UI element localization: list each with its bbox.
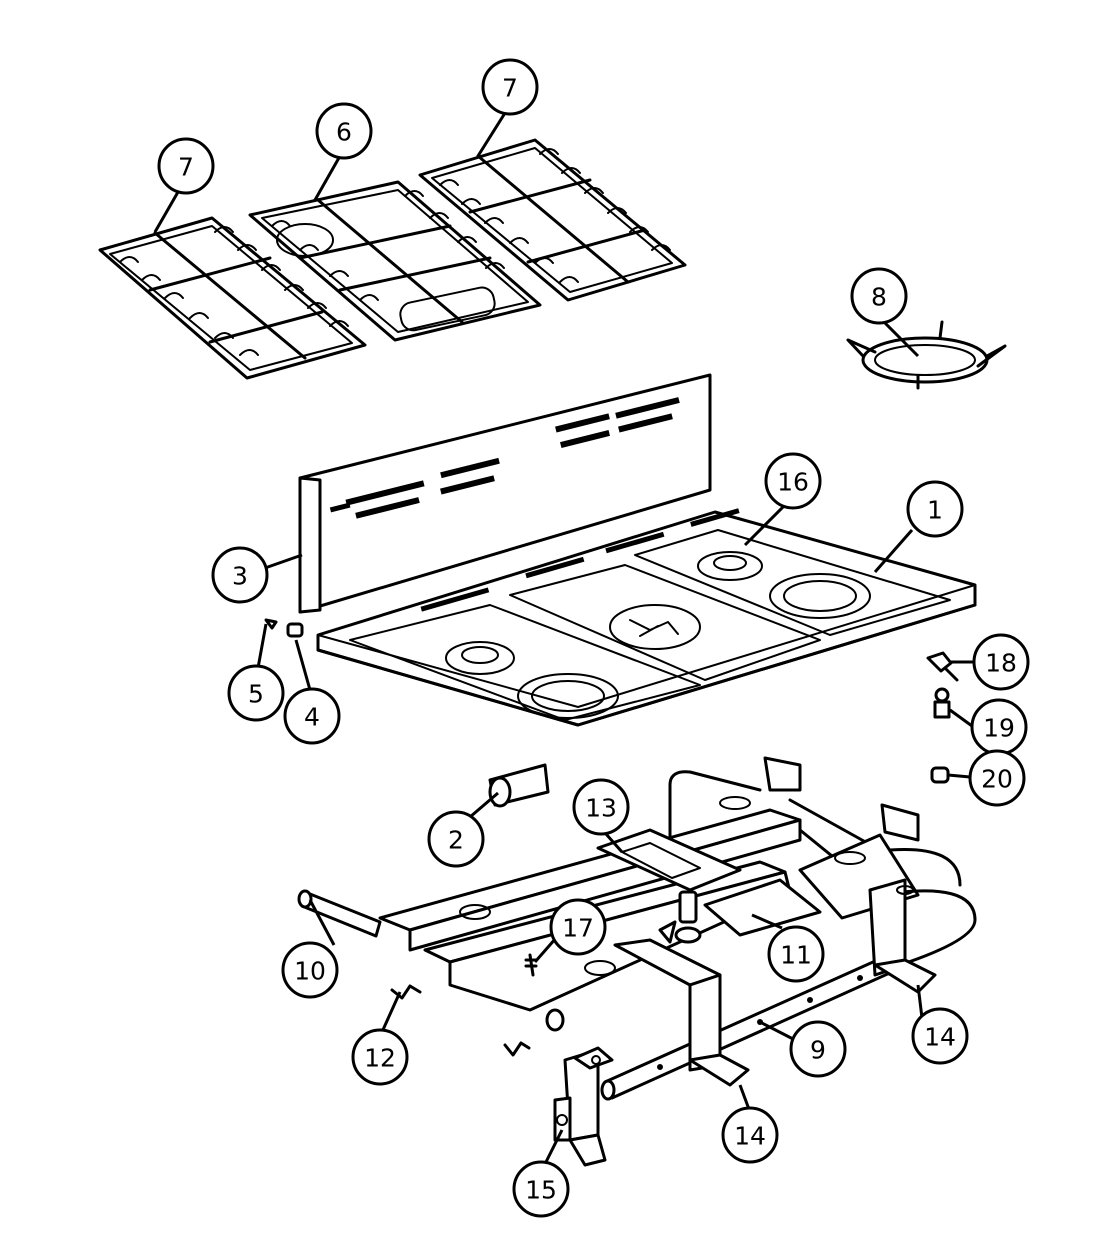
callout-label: 14: [924, 1023, 956, 1052]
callout-label: 19: [983, 714, 1015, 743]
callout-14-left: 14: [721, 1106, 779, 1164]
callout-label: 17: [562, 914, 594, 943]
callout-label: 3: [232, 562, 248, 591]
pipe-bracket-left: [613, 938, 750, 1087]
callout-6: 6: [315, 102, 373, 160]
right-burner-grate: [418, 138, 687, 302]
callout-label: 7: [502, 74, 518, 103]
callout-12: 12: [351, 1028, 409, 1086]
callout-8: 8: [850, 267, 908, 325]
callout-20: 20: [968, 749, 1026, 807]
manifold-end: [488, 763, 550, 808]
callout-9: 9: [789, 1020, 847, 1078]
clips: [390, 953, 565, 1057]
mounting-bracket: [553, 1046, 614, 1167]
callout-5: 5: [227, 664, 285, 722]
callout-label: 4: [304, 703, 320, 732]
callout-label: 9: [810, 1036, 826, 1065]
callout-19: 19: [970, 698, 1028, 756]
callout-10: 10: [281, 941, 339, 999]
callout-label: 18: [985, 649, 1017, 678]
left-burner-grate: [98, 216, 367, 380]
burner-frame-chassis: [378, 756, 977, 1012]
cooktop-top-panel: [316, 508, 977, 727]
center-burner-grate: [248, 180, 542, 342]
callout-label: 13: [585, 794, 617, 823]
callout-17: 17: [549, 898, 607, 956]
callout-label: 2: [448, 826, 464, 855]
callout-4: 4: [283, 687, 341, 745]
callout-13: 13: [572, 778, 630, 836]
callout-16: 16: [764, 452, 822, 510]
callout-14-right: 14: [911, 1007, 969, 1065]
callout-7-left: 7: [157, 137, 215, 195]
valve-parts: [926, 651, 959, 784]
callout-3: 3: [211, 546, 269, 604]
callout-label: 11: [780, 941, 812, 970]
callout-18: 18: [972, 633, 1030, 691]
callout-label: 10: [294, 957, 326, 986]
screw-and-nut: [264, 618, 304, 638]
callout-label: 1: [927, 496, 943, 525]
callout-label: 15: [525, 1176, 557, 1205]
callout-11: 11: [767, 925, 825, 983]
pipe-bracket-right: [868, 878, 937, 994]
gas-pipe-left: [297, 889, 382, 938]
callout-label: 8: [871, 283, 887, 312]
callout-label: 20: [981, 765, 1013, 794]
callout-15: 15: [512, 1160, 570, 1218]
callout-label: 16: [777, 468, 809, 497]
backguard-panel: [298, 373, 712, 614]
callout-label: 6: [336, 118, 352, 147]
callout-7-right: 7: [481, 58, 539, 116]
leader-lines: [153, 112, 973, 1165]
callout-label: 12: [364, 1044, 396, 1073]
manifold-pipe: [600, 956, 894, 1101]
callout-label: 5: [248, 680, 264, 709]
callout-2: 2: [427, 810, 485, 868]
callout-label: 7: [178, 153, 194, 182]
wok-ring: [846, 320, 1007, 390]
callout-label: 14: [734, 1122, 766, 1151]
callout-1: 1: [906, 480, 964, 538]
